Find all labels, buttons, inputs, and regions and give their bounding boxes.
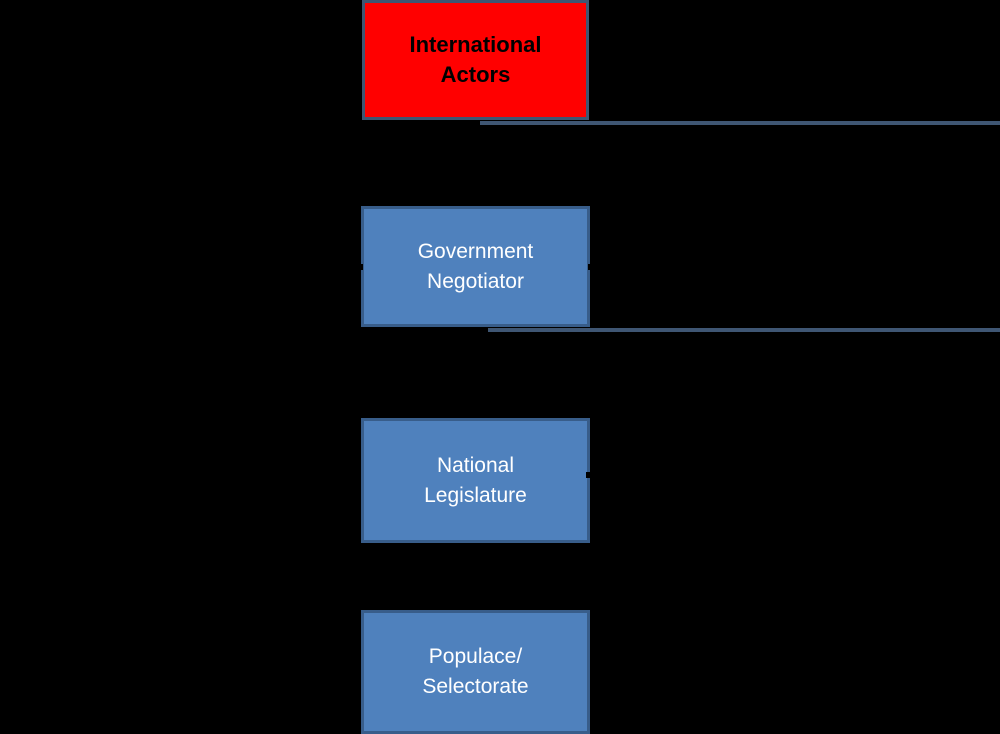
international-actors-box: International Actors bbox=[362, 0, 589, 120]
connection-point bbox=[472, 604, 478, 610]
populace-selectorate-box: Populace/ Selectorate bbox=[361, 610, 590, 734]
connection-point bbox=[586, 472, 592, 478]
connector-line-middle bbox=[488, 328, 1000, 332]
populace-selectorate-label: Populace/ Selectorate bbox=[422, 645, 529, 698]
international-actors-label: International Actors bbox=[409, 32, 542, 87]
connector-line-top bbox=[480, 121, 1000, 125]
government-negotiator-box: Government Negotiator bbox=[361, 206, 590, 327]
national-legislature-box: National Legislature bbox=[361, 418, 590, 543]
connection-point bbox=[588, 264, 594, 270]
government-negotiator-label: Government Negotiator bbox=[417, 239, 534, 293]
connection-point bbox=[357, 264, 363, 270]
connection-point bbox=[473, 200, 479, 206]
national-legislature-label: National Legislature bbox=[424, 453, 527, 507]
